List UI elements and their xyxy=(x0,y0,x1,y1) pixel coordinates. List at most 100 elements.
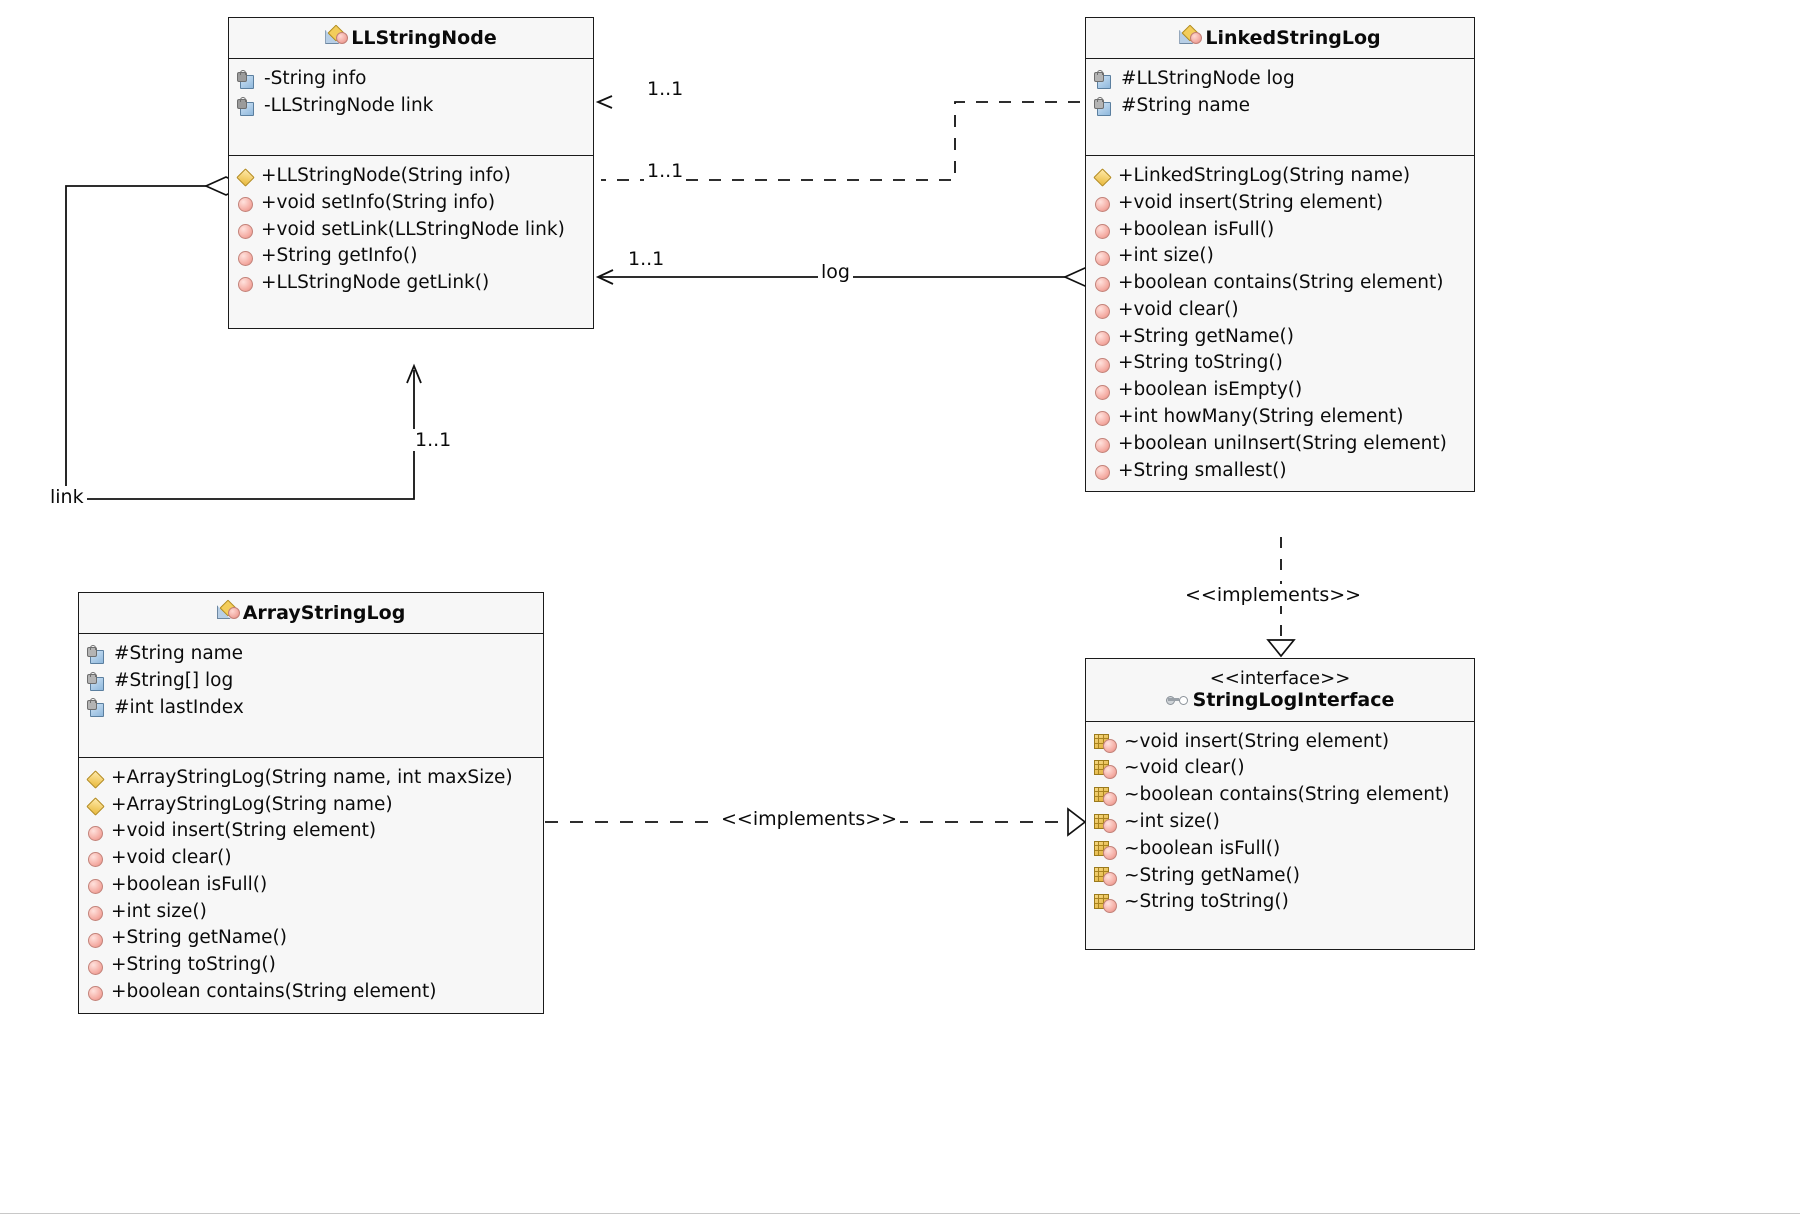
method-label: +void insert(String element) xyxy=(1118,191,1384,213)
method-row[interactable]: +void clear() xyxy=(1086,297,1474,324)
field-section-spacer xyxy=(1086,120,1474,148)
method-row[interactable]: ~String toString() xyxy=(1086,889,1474,916)
method-icon xyxy=(237,249,253,266)
method-row[interactable]: +void insert(String element) xyxy=(1086,190,1474,217)
method-icon xyxy=(1094,275,1110,293)
class-icon xyxy=(325,24,349,44)
method-label: ~int size() xyxy=(1124,810,1220,832)
method-icon xyxy=(1094,436,1110,454)
interface-method-icon xyxy=(1094,867,1117,887)
field-private-icon xyxy=(237,96,256,116)
method-icon xyxy=(1094,329,1110,347)
method-row[interactable]: +LLStringNode getLink() xyxy=(229,270,593,297)
field-label: #String[] log xyxy=(114,670,234,692)
method-icon xyxy=(1094,222,1110,239)
interface-method-icon xyxy=(1094,733,1117,753)
method-label: +boolean uniInsert(String element) xyxy=(1118,432,1447,454)
method-row[interactable]: +LinkedStringLog(String name) xyxy=(1086,163,1474,190)
method-row[interactable]: +void clear() xyxy=(79,845,543,872)
method-row[interactable]: ~int size() xyxy=(1086,809,1474,836)
method-row[interactable]: +String toString() xyxy=(1086,350,1474,377)
field-row[interactable]: #int lastIndex xyxy=(79,695,543,722)
field-row[interactable]: -LLStringNode link xyxy=(229,93,593,120)
field-label: #int lastIndex xyxy=(114,696,244,718)
method-row[interactable]: +boolean isFull() xyxy=(1086,217,1474,244)
method-row[interactable]: +boolean isFull() xyxy=(79,872,543,899)
method-label: ~void clear() xyxy=(1124,757,1245,779)
field-row[interactable]: -String info xyxy=(229,66,593,93)
method-label: +String toString() xyxy=(1118,352,1283,374)
method-label: +int size() xyxy=(1118,245,1214,267)
method-icon xyxy=(87,984,103,1002)
method-row[interactable]: +String getName() xyxy=(79,925,543,952)
method-label: +void clear() xyxy=(111,847,232,869)
method-row[interactable]: +int size() xyxy=(1086,243,1474,270)
method-row[interactable]: +boolean uniInsert(String element) xyxy=(1086,431,1474,458)
field-protected-icon xyxy=(1094,96,1113,116)
method-row[interactable]: ~void clear() xyxy=(1086,755,1474,782)
method-label: ~boolean contains(String element) xyxy=(1124,784,1450,806)
method-icon xyxy=(237,195,253,213)
edge-label-implements-linked: <<implements>> xyxy=(1182,584,1365,606)
method-row[interactable]: +void setInfo(String info) xyxy=(229,190,593,217)
method-row[interactable]: +boolean contains(String element) xyxy=(79,979,543,1006)
class-icon xyxy=(216,599,240,619)
method-label: ~void insert(String element) xyxy=(1124,730,1390,752)
method-icon xyxy=(87,850,103,868)
method-icon xyxy=(1094,356,1110,373)
method-row[interactable]: +String getName() xyxy=(1086,324,1474,351)
method-label: +int size() xyxy=(111,900,207,922)
edge-label-multiplicity-link: 1..1 xyxy=(412,429,455,451)
field-row[interactable]: #LLStringNode log xyxy=(1086,66,1474,93)
method-icon xyxy=(1094,249,1110,266)
method-row[interactable]: +LLStringNode(String info) xyxy=(229,163,593,190)
edge-label-implements-array: <<implements>> xyxy=(718,808,901,830)
class-icon xyxy=(1179,24,1203,44)
edge-label-multiplicity-mid: 1..1 xyxy=(644,160,687,182)
interface-method-icon xyxy=(1094,813,1117,833)
field-protected-icon xyxy=(87,698,106,718)
class-header-arraystringlog: ArrayStringLog xyxy=(79,593,543,635)
method-row[interactable]: +boolean contains(String element) xyxy=(1086,270,1474,297)
interface-methods-stringloginterface: ~void insert(String element) ~void clear… xyxy=(1086,722,1474,949)
method-row[interactable]: +ArrayStringLog(String name) xyxy=(79,792,543,819)
method-label: +boolean contains(String element) xyxy=(111,981,437,1002)
interface-method-icon xyxy=(1094,840,1117,860)
class-name: LLStringNode xyxy=(351,27,497,49)
method-label: ~String toString() xyxy=(1124,891,1289,913)
method-row[interactable]: +String toString() xyxy=(79,952,543,979)
vertical-scrollbar[interactable] xyxy=(1800,0,1814,1214)
method-row[interactable]: +String smallest() xyxy=(1086,458,1474,485)
interface-header-stringloginterface: <<interface>> StringLogInterface xyxy=(1086,659,1474,722)
method-row[interactable]: +ArrayStringLog(String name, int maxSize… xyxy=(79,765,543,792)
method-label: +String getInfo() xyxy=(261,245,418,267)
method-label: +ArrayStringLog(String name, int maxSize… xyxy=(111,766,513,788)
method-row[interactable]: +String getInfo() xyxy=(229,243,593,270)
class-box-arraystringlog[interactable]: ArrayStringLog #String name #String[] lo… xyxy=(78,592,544,1014)
method-row[interactable]: +int howMany(String element) xyxy=(1086,404,1474,431)
method-row[interactable]: ~String getName() xyxy=(1086,863,1474,890)
method-row[interactable]: +void insert(String element) xyxy=(79,818,543,845)
method-label: +void setLink(LLStringNode link) xyxy=(261,218,565,240)
method-row[interactable]: ~boolean contains(String element) xyxy=(1086,782,1474,809)
class-box-linkedstringlog[interactable]: LinkedStringLog #LLStringNode log #Strin… xyxy=(1085,17,1475,493)
method-row[interactable]: +void setLink(LLStringNode link) xyxy=(229,217,593,244)
method-label: +boolean isFull() xyxy=(111,873,268,895)
method-label: +void clear() xyxy=(1118,298,1239,320)
interface-method-icon xyxy=(1094,894,1117,914)
class-box-stringloginterface[interactable]: <<interface>> StringLogInterface ~void i… xyxy=(1085,658,1475,951)
method-row[interactable]: +boolean isEmpty() xyxy=(1086,377,1474,404)
field-row[interactable]: #String[] log xyxy=(79,668,543,695)
method-row[interactable]: +int size() xyxy=(79,899,543,926)
method-icon xyxy=(1094,383,1110,400)
field-row[interactable]: #String name xyxy=(1086,93,1474,120)
method-label: +boolean isFull() xyxy=(1118,218,1275,240)
field-row[interactable]: #String name xyxy=(79,641,543,668)
method-label: +ArrayStringLog(String name) xyxy=(111,793,393,815)
method-row[interactable]: ~void insert(String element) xyxy=(1086,729,1474,756)
method-icon xyxy=(1094,463,1110,480)
method-row[interactable]: ~boolean isFull() xyxy=(1086,836,1474,863)
class-name: ArrayStringLog xyxy=(242,602,406,624)
class-box-llstringnode[interactable]: LLStringNode -String info -LLStringNode … xyxy=(228,17,594,329)
